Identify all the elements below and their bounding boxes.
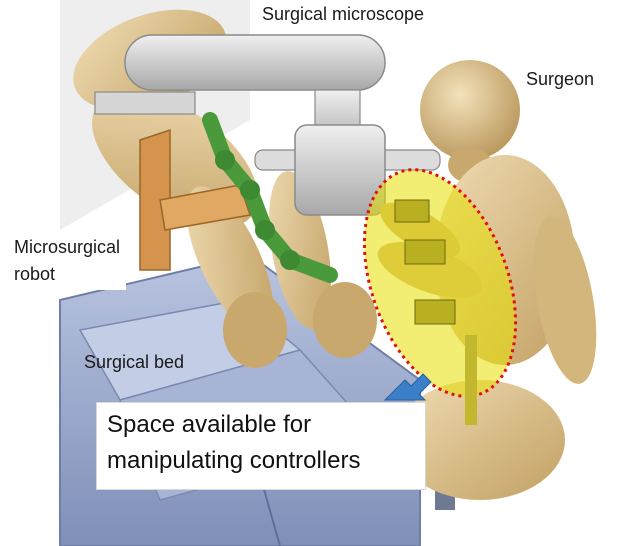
label-surgeon: Surgeon <box>526 69 594 90</box>
callout-line-2: manipulating controllers <box>107 447 360 475</box>
callout-line-1: Space available for <box>107 411 311 439</box>
callout-box: Space available for manipulating control… <box>96 402 426 490</box>
label-microsurgical-robot: Microsurgical robot <box>12 232 126 290</box>
label-surgical-microscope: Surgical microscope <box>262 4 424 25</box>
label-robot-line-1: Microsurgical <box>14 234 120 261</box>
label-robot-line-2: robot <box>14 261 120 288</box>
label-surgical-bed: Surgical bed <box>84 352 184 373</box>
